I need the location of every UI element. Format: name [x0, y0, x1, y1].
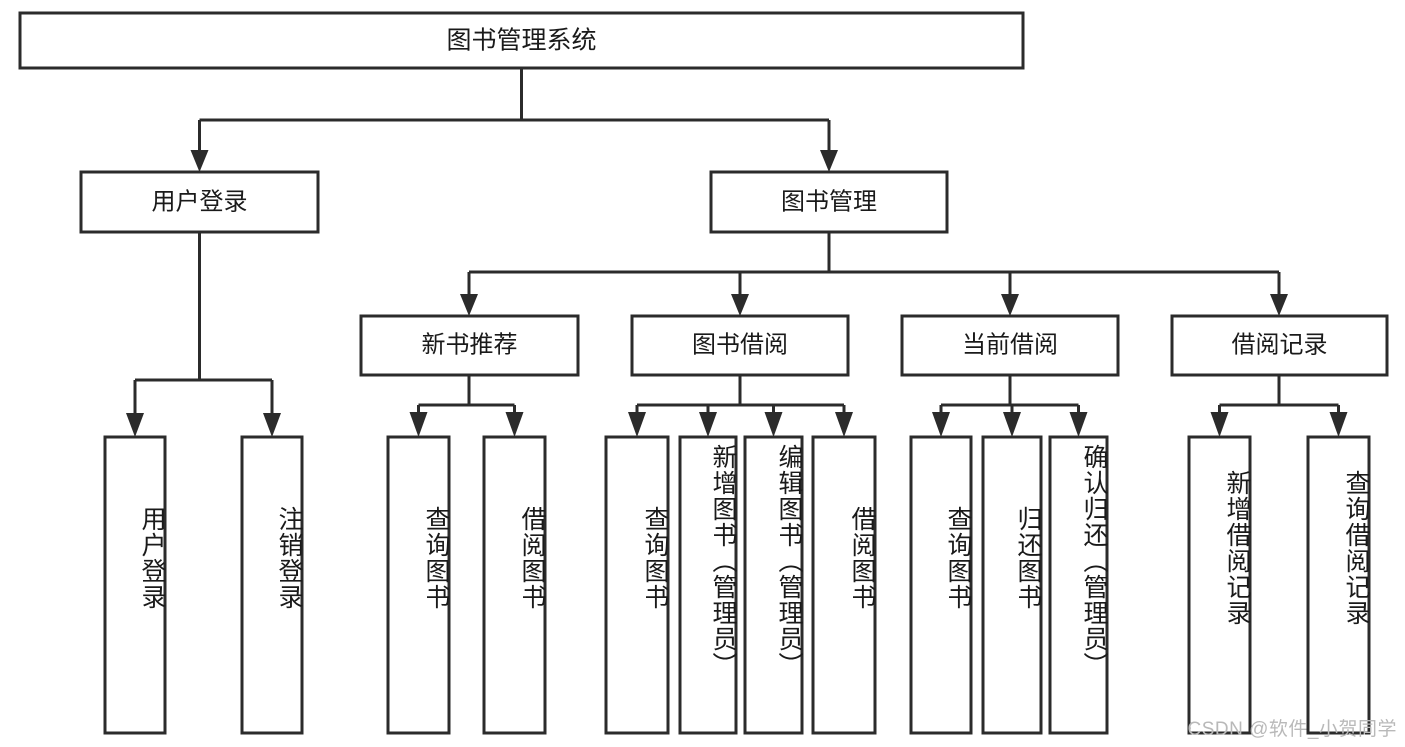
node-book-management[interactable]: 图书管理 [709, 170, 949, 234]
arrow-nb-to-leaf1 [409, 412, 428, 437]
node-book-management-label: 图书管理 [781, 188, 877, 215]
arrow-br-to-leaf2 [699, 412, 717, 437]
arrow-bm-to-newbook [460, 294, 478, 316]
leaf-rect-borrow-book-nb[interactable] [482, 435, 547, 735]
node-book-borrow[interactable]: 图书借阅 [630, 314, 850, 377]
leaf-rect-query-book-nb[interactable] [386, 435, 451, 735]
leaf-rect-add-book-admin[interactable] [678, 435, 738, 735]
arrow-br-to-leaf4 [835, 412, 853, 437]
node-user-login-rect[interactable] [79, 170, 320, 234]
leaf-rect-query-record[interactable] [1306, 435, 1371, 735]
leaf-rect-return-book[interactable] [981, 435, 1043, 735]
node-new-book-recommend-rect[interactable] [359, 314, 580, 377]
leaf-rect-edit-book-admin[interactable] [743, 435, 804, 735]
node-book-borrow-label: 图书借阅 [692, 331, 788, 358]
leaf-rect-borrow-book-br[interactable] [811, 435, 877, 735]
node-user-login-label: 用户登录 [152, 188, 248, 215]
leaf-rect-query-book-br[interactable] [604, 435, 670, 735]
node-borrow-records-label: 借阅记录 [1232, 331, 1328, 358]
leaf-rect-query-book-cu[interactable] [909, 435, 973, 735]
connector-group-root [190, 68, 838, 172]
arrow-bm-to-current [1001, 294, 1019, 316]
arrow-cu-to-leaf2 [1003, 412, 1021, 437]
node-current-borrow[interactable]: 当前借阅 [900, 314, 1120, 377]
arrow-ul-to-leaf1 [126, 413, 144, 437]
node-book-borrow-rect[interactable] [630, 314, 850, 377]
connector-group-newbook [409, 375, 524, 437]
leaf-rect-confirm-return[interactable] [1048, 435, 1109, 735]
arrow-root-to-user-login [190, 150, 209, 172]
node-root-label: 图书管理系统 [446, 27, 596, 55]
node-current-borrow-rect[interactable] [900, 314, 1120, 377]
arrow-bm-to-records [1270, 294, 1288, 316]
leaf-rect-add-record[interactable] [1187, 435, 1252, 735]
leaf-rect-user-login[interactable] [103, 435, 167, 735]
node-borrow-records[interactable]: 借阅记录 [1170, 314, 1389, 377]
arrow-rc-to-leaf2 [1329, 412, 1348, 437]
arrow-ul-to-leaf2 [263, 413, 281, 437]
arrow-rc-to-leaf1 [1210, 412, 1229, 437]
arrow-cu-to-leaf1 [932, 412, 950, 437]
leaf-rect-group [103, 435, 1371, 735]
node-new-book-recommend[interactable]: 新书推荐 [359, 314, 580, 377]
node-user-login[interactable]: 用户登录 [79, 170, 320, 234]
arrow-cu-to-leaf3 [1069, 412, 1088, 437]
leaf-rect-logout[interactable] [240, 435, 304, 735]
connector-group-user-login [126, 232, 281, 437]
connector-group-current [932, 375, 1088, 437]
arrow-bm-to-borrow [731, 294, 749, 316]
csdn-watermark: CSDN @软件_小贺同学 [1187, 719, 1397, 740]
connector-group-borrow [628, 375, 853, 437]
node-borrow-records-rect[interactable] [1170, 314, 1389, 377]
connector-group-book-mgmt [460, 232, 1288, 316]
arrow-br-to-leaf1 [628, 412, 646, 437]
node-new-book-recommend-label: 新书推荐 [422, 331, 518, 358]
arrow-nb-to-leaf2 [505, 412, 524, 437]
node-book-management-rect[interactable] [709, 170, 949, 234]
connector-group-records [1210, 375, 1348, 437]
node-root-rect[interactable] [18, 11, 1025, 70]
node-current-borrow-label: 当前借阅 [962, 331, 1058, 358]
arrow-root-to-book-mgmt [820, 150, 838, 172]
arrow-br-to-leaf3 [764, 412, 783, 437]
node-root[interactable]: 图书管理系统 [18, 11, 1025, 70]
